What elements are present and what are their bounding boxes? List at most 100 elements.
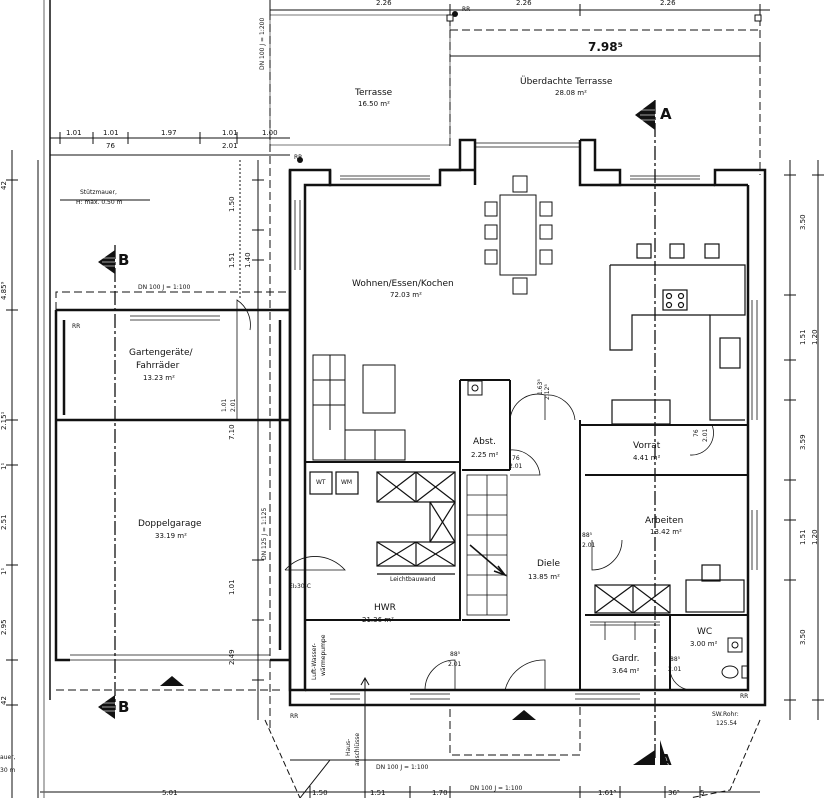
kitchen-block (609, 243, 746, 425)
room-gartengeraete-area: 13.23 m² (143, 374, 175, 382)
room-wohnen-area: 72.03 m² (390, 291, 422, 299)
dim-row3-2: 2.01 (222, 142, 238, 150)
rr-marker-garden: RR (72, 323, 81, 330)
hausanschluesse-label-2: anschlüsse (354, 732, 361, 766)
pipe-label-dn125: DN 125 J = 1:125 (261, 507, 268, 560)
door-vorrat-height: 2.01 (702, 428, 709, 442)
section-a-label-bottom: A (660, 751, 672, 769)
dim-row2-4: 1.01 (222, 129, 238, 137)
room-ueberdachte-terrasse-area: 28.08 m² (555, 89, 587, 97)
room-abst-name: Abst. (473, 437, 496, 447)
room-vorrat-name: Vorrat (633, 441, 661, 451)
dim-left-7: 2.95 (0, 619, 8, 635)
room-vorrat-area: 4.41 m² (633, 454, 661, 462)
pipe-label-bottom-2: DN 100 J = 1:100 (470, 785, 523, 792)
stairs (466, 474, 508, 616)
dim-top-1: 2.26 (376, 0, 392, 7)
room-doppelgarage-area: 33.19 m² (155, 532, 187, 540)
door-wc-width: 88⁵ (670, 656, 681, 663)
dim-left-3: 2.15¹ (0, 411, 8, 430)
door-arbeiten-height: 2.01 (582, 542, 596, 549)
dim-left-6: 1¹ (0, 567, 8, 575)
room-gardr-name: Gardr. (612, 654, 640, 664)
door-abst-width: 76 (512, 455, 520, 462)
door-hwr-height: 2.01 (448, 661, 462, 668)
room-terrasse-area: 16.50 m² (358, 100, 390, 108)
section-b-label-top: B (118, 251, 130, 269)
dim-mid-1: 1.50 (228, 196, 236, 212)
door-garten-height: 2.01 (230, 398, 237, 412)
dim-right-7: 3.50 (799, 629, 807, 645)
dim-row2-5: 1.00 (262, 129, 278, 137)
pipe-label-bottom: DN 100 J = 1:100 (376, 764, 429, 771)
dim-bottom-5: 1.61⁵ (598, 789, 617, 797)
sofa (312, 354, 406, 461)
door-hwr-width: 88⁵ (450, 651, 461, 658)
rr-marker-bottom-left: RR (290, 713, 299, 720)
dim-right-3: 1.20 (811, 329, 819, 345)
hausanschluesse-label-1: Haus- (345, 738, 352, 756)
dim-bottom-2: 1.50 (312, 789, 328, 797)
mauer-label-1: auer, (0, 754, 16, 761)
pipe-label-garage: DN 100 J = 1:100 (138, 284, 191, 291)
dim-row2-2: 1.01 (103, 129, 119, 137)
dim-mid-5: 1.01 (228, 579, 236, 595)
fire-door-label: EI₂30-C (289, 583, 311, 590)
wm-label: WM (341, 479, 353, 486)
section-marker-a-bottom (660, 740, 668, 765)
wm-box (335, 471, 359, 495)
room-hwr-area: 21.36 m² (362, 616, 394, 624)
room-diele-name: Diele (537, 559, 561, 569)
dim-row2-3: 1.97 (161, 129, 177, 137)
dim-bottom-4: 1.70 (432, 789, 448, 797)
dim-left-2: 4.85⁹ (0, 281, 8, 300)
mauer-label-2: 30 m (0, 767, 16, 774)
room-ueberdachte-terrasse-name: Überdachte Terrasse (520, 77, 613, 87)
door-abst-height: 2.01 (509, 463, 523, 470)
dim-mid-4: 7.10 (228, 424, 236, 440)
wt-label: WT (316, 479, 326, 486)
dim-bottom-1: 5.01 (162, 789, 178, 797)
room-abst-area: 2.25 m² (471, 451, 499, 459)
dim-bottom-3: 1.51 (370, 789, 386, 797)
dining-table (484, 175, 553, 295)
section-a-label-top: A (660, 105, 672, 123)
room-wc-area: 3.00 m² (690, 640, 718, 648)
pipe-label-top: DN 100 J = 1:200 (259, 17, 266, 70)
dim-row2-1: 1.01 (66, 129, 82, 137)
total-width-label: 7.98⁵ (588, 40, 623, 54)
dim-left-8: 42 (0, 696, 8, 705)
door-vorrat-width: 76 (693, 429, 700, 437)
dim-top-3: 2.26 (660, 0, 676, 7)
section-b-label-bottom: B (118, 698, 130, 716)
stuetzmauer-label-1: Stützmauer, (80, 189, 117, 196)
waermepumpe-label-1: Luft-Wasser- (311, 643, 318, 680)
dim-mid-2: 1.51 (228, 252, 236, 268)
dim-row3-1: 76 (106, 142, 115, 150)
door-wc-height: 2.01 (668, 666, 682, 673)
room-arbeiten-name: Arbeiten (645, 516, 684, 526)
dim-right-5: 1.51 (799, 529, 807, 545)
room-diele-area: 13.85 m² (528, 573, 560, 581)
door-garten-width: 1.01 (221, 398, 228, 412)
room-gartengeraete-name1: Gartengeräte/ (129, 348, 193, 358)
dim-mid-6: 2.49 (228, 649, 236, 665)
rr-marker-top: RR (462, 6, 471, 13)
dim-top-2: 2.26 (516, 0, 532, 7)
dim-bottom-6: 36⁵ (668, 789, 680, 797)
sw-rohr-label-2: 125.54 (716, 720, 737, 727)
room-arbeiten-area: 13.42 m² (650, 528, 682, 536)
room-doppelgarage-name: Doppelgarage (138, 519, 202, 529)
terrasse-outline (269, 14, 451, 146)
dim-mid-3: 1.40 (244, 252, 252, 268)
door-diele-height: 2.12⁵ (544, 384, 551, 400)
dim-right-4: 3.59 (799, 434, 807, 450)
room-gardr-area: 3.64 m² (612, 667, 640, 675)
room-terrasse-name: Terrasse (355, 88, 393, 98)
dim-left-1: 42 (0, 181, 8, 190)
room-wc-name: WC (697, 627, 713, 637)
dim-right-1: 3.50 (799, 214, 807, 230)
dim-right-6: 1.20 (811, 529, 819, 545)
